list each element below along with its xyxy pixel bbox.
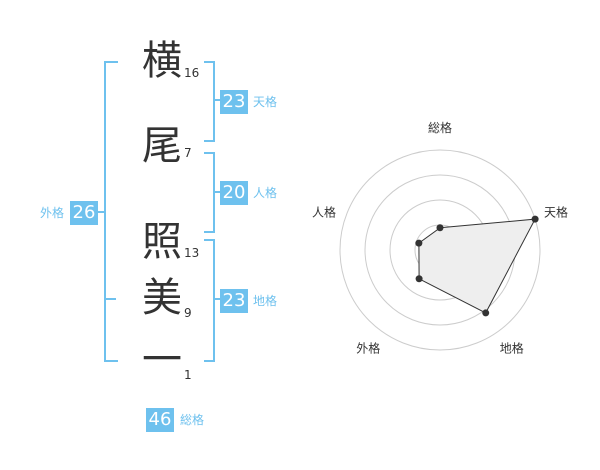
chi-value: 23 xyxy=(220,289,248,313)
name-char-1: 横 xyxy=(142,38,182,84)
sou-label: 総格 xyxy=(180,413,205,427)
name-char-2: 尾 xyxy=(142,123,182,169)
gai-bracket-split xyxy=(106,298,116,300)
jin-label: 人格 xyxy=(253,186,278,200)
radar-axis-label: 天格 xyxy=(544,204,568,219)
stroke-count-3: 13 xyxy=(184,246,200,260)
chi-bracket xyxy=(204,239,215,362)
radar-ring xyxy=(339,149,541,351)
stroke-count-1: 16 xyxy=(184,66,200,80)
stroke-count-2: 7 xyxy=(184,146,192,160)
radar-axis-label: 総格 xyxy=(428,120,452,135)
radar-point xyxy=(531,215,539,223)
ten-bracket-tick xyxy=(213,99,220,101)
gai-label: 外格 xyxy=(40,206,65,220)
ten-bracket xyxy=(204,61,215,142)
stroke-count-4: 9 xyxy=(184,306,192,320)
radar-point xyxy=(415,239,423,247)
jin-value: 20 xyxy=(220,181,248,205)
name-char-4: 美 xyxy=(142,275,182,321)
sou-value: 46 xyxy=(146,408,174,432)
gai-bracket xyxy=(104,61,118,362)
name-char-3: 照 xyxy=(142,219,182,265)
radar-point xyxy=(415,275,423,283)
jin-bracket-tick xyxy=(213,191,220,193)
radar-polygon xyxy=(418,218,536,314)
radar-axis-label: 外格 xyxy=(356,341,380,356)
radar-axis-label: 人格 xyxy=(312,204,336,219)
gai-value: 26 xyxy=(70,201,98,225)
radar-axis-label: 地格 xyxy=(500,341,524,356)
radar-point xyxy=(436,224,444,232)
chi-label: 地格 xyxy=(253,294,278,308)
ten-label: 天格 xyxy=(253,95,278,109)
name-char-5: 一 xyxy=(142,337,182,383)
chi-bracket-tick xyxy=(213,298,220,300)
stroke-count-5: 1 xyxy=(184,368,192,382)
radar-point xyxy=(482,309,490,317)
gai-bracket-tick xyxy=(98,211,104,213)
ten-value: 23 xyxy=(220,90,248,114)
